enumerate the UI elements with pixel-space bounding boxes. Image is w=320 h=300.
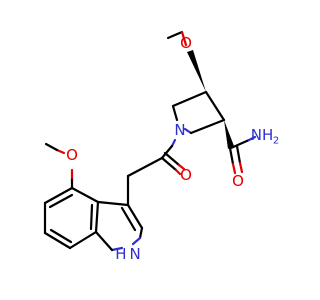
bond-c2-n1-b	[131, 236, 142, 246]
structure-canvas: O N NH 2 O O O H N	[43, 30, 279, 263]
atom-o-amide: O	[232, 172, 244, 190]
bond-c5-n	[171, 104, 179, 122]
bond-n-c2	[183, 127, 193, 135]
bond-c7a-c3a-double	[89, 203, 94, 231]
bond-o-methyl	[55, 148, 66, 155]
bond-c3-c4	[204, 90, 226, 122]
atom-o-methoxy-indole: O	[66, 146, 78, 164]
bond-o-methyl-b	[44, 142, 59, 152]
bond-c3a-c4	[70, 186, 100, 204]
bond-cacyl-o-1b	[174, 168, 182, 176]
bond-cacyl-ch2	[126, 156, 164, 178]
bond-c7a-c3a	[94, 200, 100, 234]
bond-c4-c5	[43, 186, 74, 205]
bond-c-o-amide-2	[235, 144, 242, 165]
bond-c-nh2	[229, 138, 251, 150]
bond-n-cacyl-b	[160, 144, 174, 160]
bond-cacyl-o-2	[163, 151, 181, 167]
atom-o-methoxy-pyrrolidine: O	[180, 34, 192, 52]
bond-c-o-amide-1b	[231, 162, 237, 175]
wedge-c2-camide	[224, 120, 234, 149]
bond-methyl-o	[166, 30, 184, 40]
bond-c-o-amide-2b	[238, 161, 244, 174]
bond-c6-c7	[43, 231, 72, 250]
bond-cacyl-o-1	[160, 156, 178, 172]
bond-n-cacyl	[170, 138, 177, 148]
bond-c3a-c3	[96, 200, 130, 207]
bond-c6-c7-double	[49, 228, 73, 244]
bond-c2-c3	[189, 118, 226, 135]
atom-n-indole: H N	[115, 245, 141, 263]
atom-n-pyrrolidine: N	[174, 121, 185, 139]
wedge-c4-o	[187, 50, 206, 92]
bond-c4-c5-double	[48, 193, 74, 209]
atom-o-acyl: O	[180, 166, 192, 184]
bond-c3-c2	[126, 203, 144, 230]
bond-c-nh2-n	[247, 135, 257, 142]
bond-c3-c2-double	[120, 206, 137, 232]
bond-c2-n1	[138, 226, 144, 240]
bond-c7-c7a	[68, 230, 98, 250]
bond-o-c4	[180, 30, 188, 47]
molecule-structure: O N NH 2 O O O H N	[43, 30, 279, 263]
bond-c4-c5	[171, 90, 208, 108]
bond-cacyl-o-2b	[177, 163, 186, 171]
bond-n1-c7a	[110, 246, 124, 252]
bond-c-o-amide-1	[228, 146, 235, 166]
bond-n1-c7a-b	[94, 230, 114, 252]
atom-amide-h2-subscript: 2	[273, 136, 279, 147]
atom-n-amide: NH	[251, 126, 274, 144]
